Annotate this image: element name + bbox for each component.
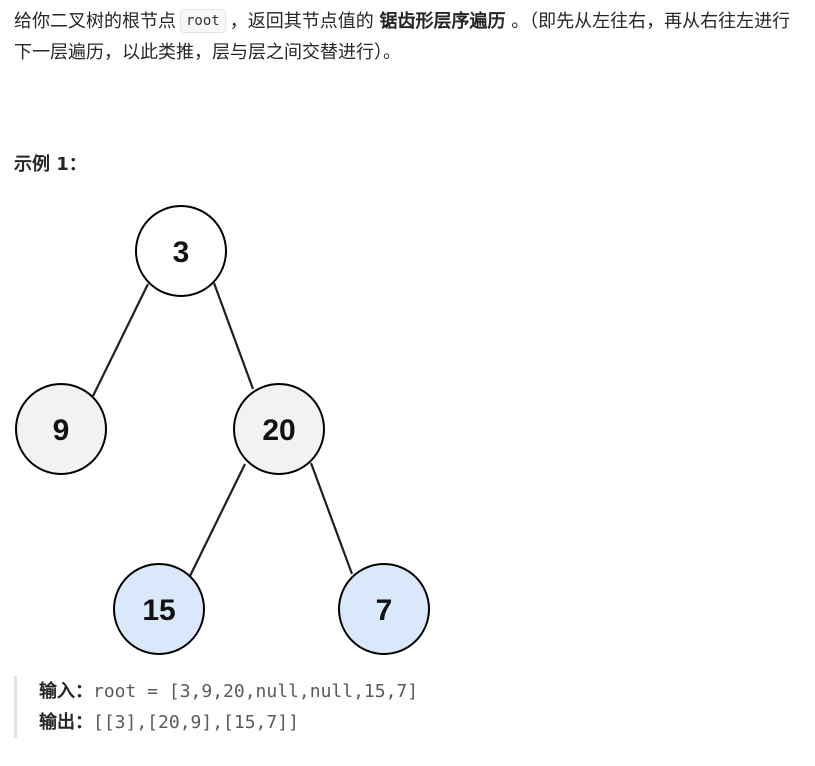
output-value: [[3],[20,9],[15,7]] [93,712,299,733]
description-text-2: ，返回其节点值的 [229,11,374,32]
output-label: 输出： [39,712,93,733]
binary-tree-diagram: 3 9 20 15 7 [15,205,430,655]
tree-node-right-left: 15 [113,563,205,655]
description-bold-term: 锯齿形层序遍历 [379,11,506,32]
tree-node-right: 20 [233,383,325,475]
description-text-1: 给你二叉树的根节点 [14,11,176,32]
tree-node-right-right: 7 [338,563,430,655]
inline-code-root: root [180,9,226,33]
tree-node-label: 7 [376,594,393,627]
tree-node-circle [338,563,430,655]
tree-node-left: 9 [15,383,107,475]
tree-edge-20-7 [309,462,354,575]
tree-node-label: 20 [262,414,295,447]
tree-node-label: 15 [142,594,175,627]
tree-node-label: 3 [173,236,190,269]
tree-edge-3-9 [92,283,149,397]
tree-node-circle [233,383,325,475]
input-label: 输入： [39,681,93,702]
example-input-line: 输入：root = [3,9,20,null,null,15,7] [39,676,418,707]
example-output-line: 输出：[[3],[20,9],[15,7]] [39,707,418,738]
input-value: root = [3,9,20,null,null,15,7] [93,681,419,702]
tree-edge-20-15 [189,463,246,577]
tree-node-label: 9 [53,414,70,447]
tree-node-circle [15,383,107,475]
tree-edge-3-20 [212,282,255,390]
example-io-block: 输入：root = [3,9,20,null,null,15,7] 输出：[[3… [14,676,418,738]
example-title: 示例 1： [14,154,87,175]
tree-node-circle [113,563,205,655]
description-text-3: 。（即先从左往右，再从右往左进行下一层遍历，以此类推，层与层之间交替进行）。 [14,11,791,63]
tree-node-circle [135,205,227,297]
tree-node-root: 3 [135,205,227,297]
